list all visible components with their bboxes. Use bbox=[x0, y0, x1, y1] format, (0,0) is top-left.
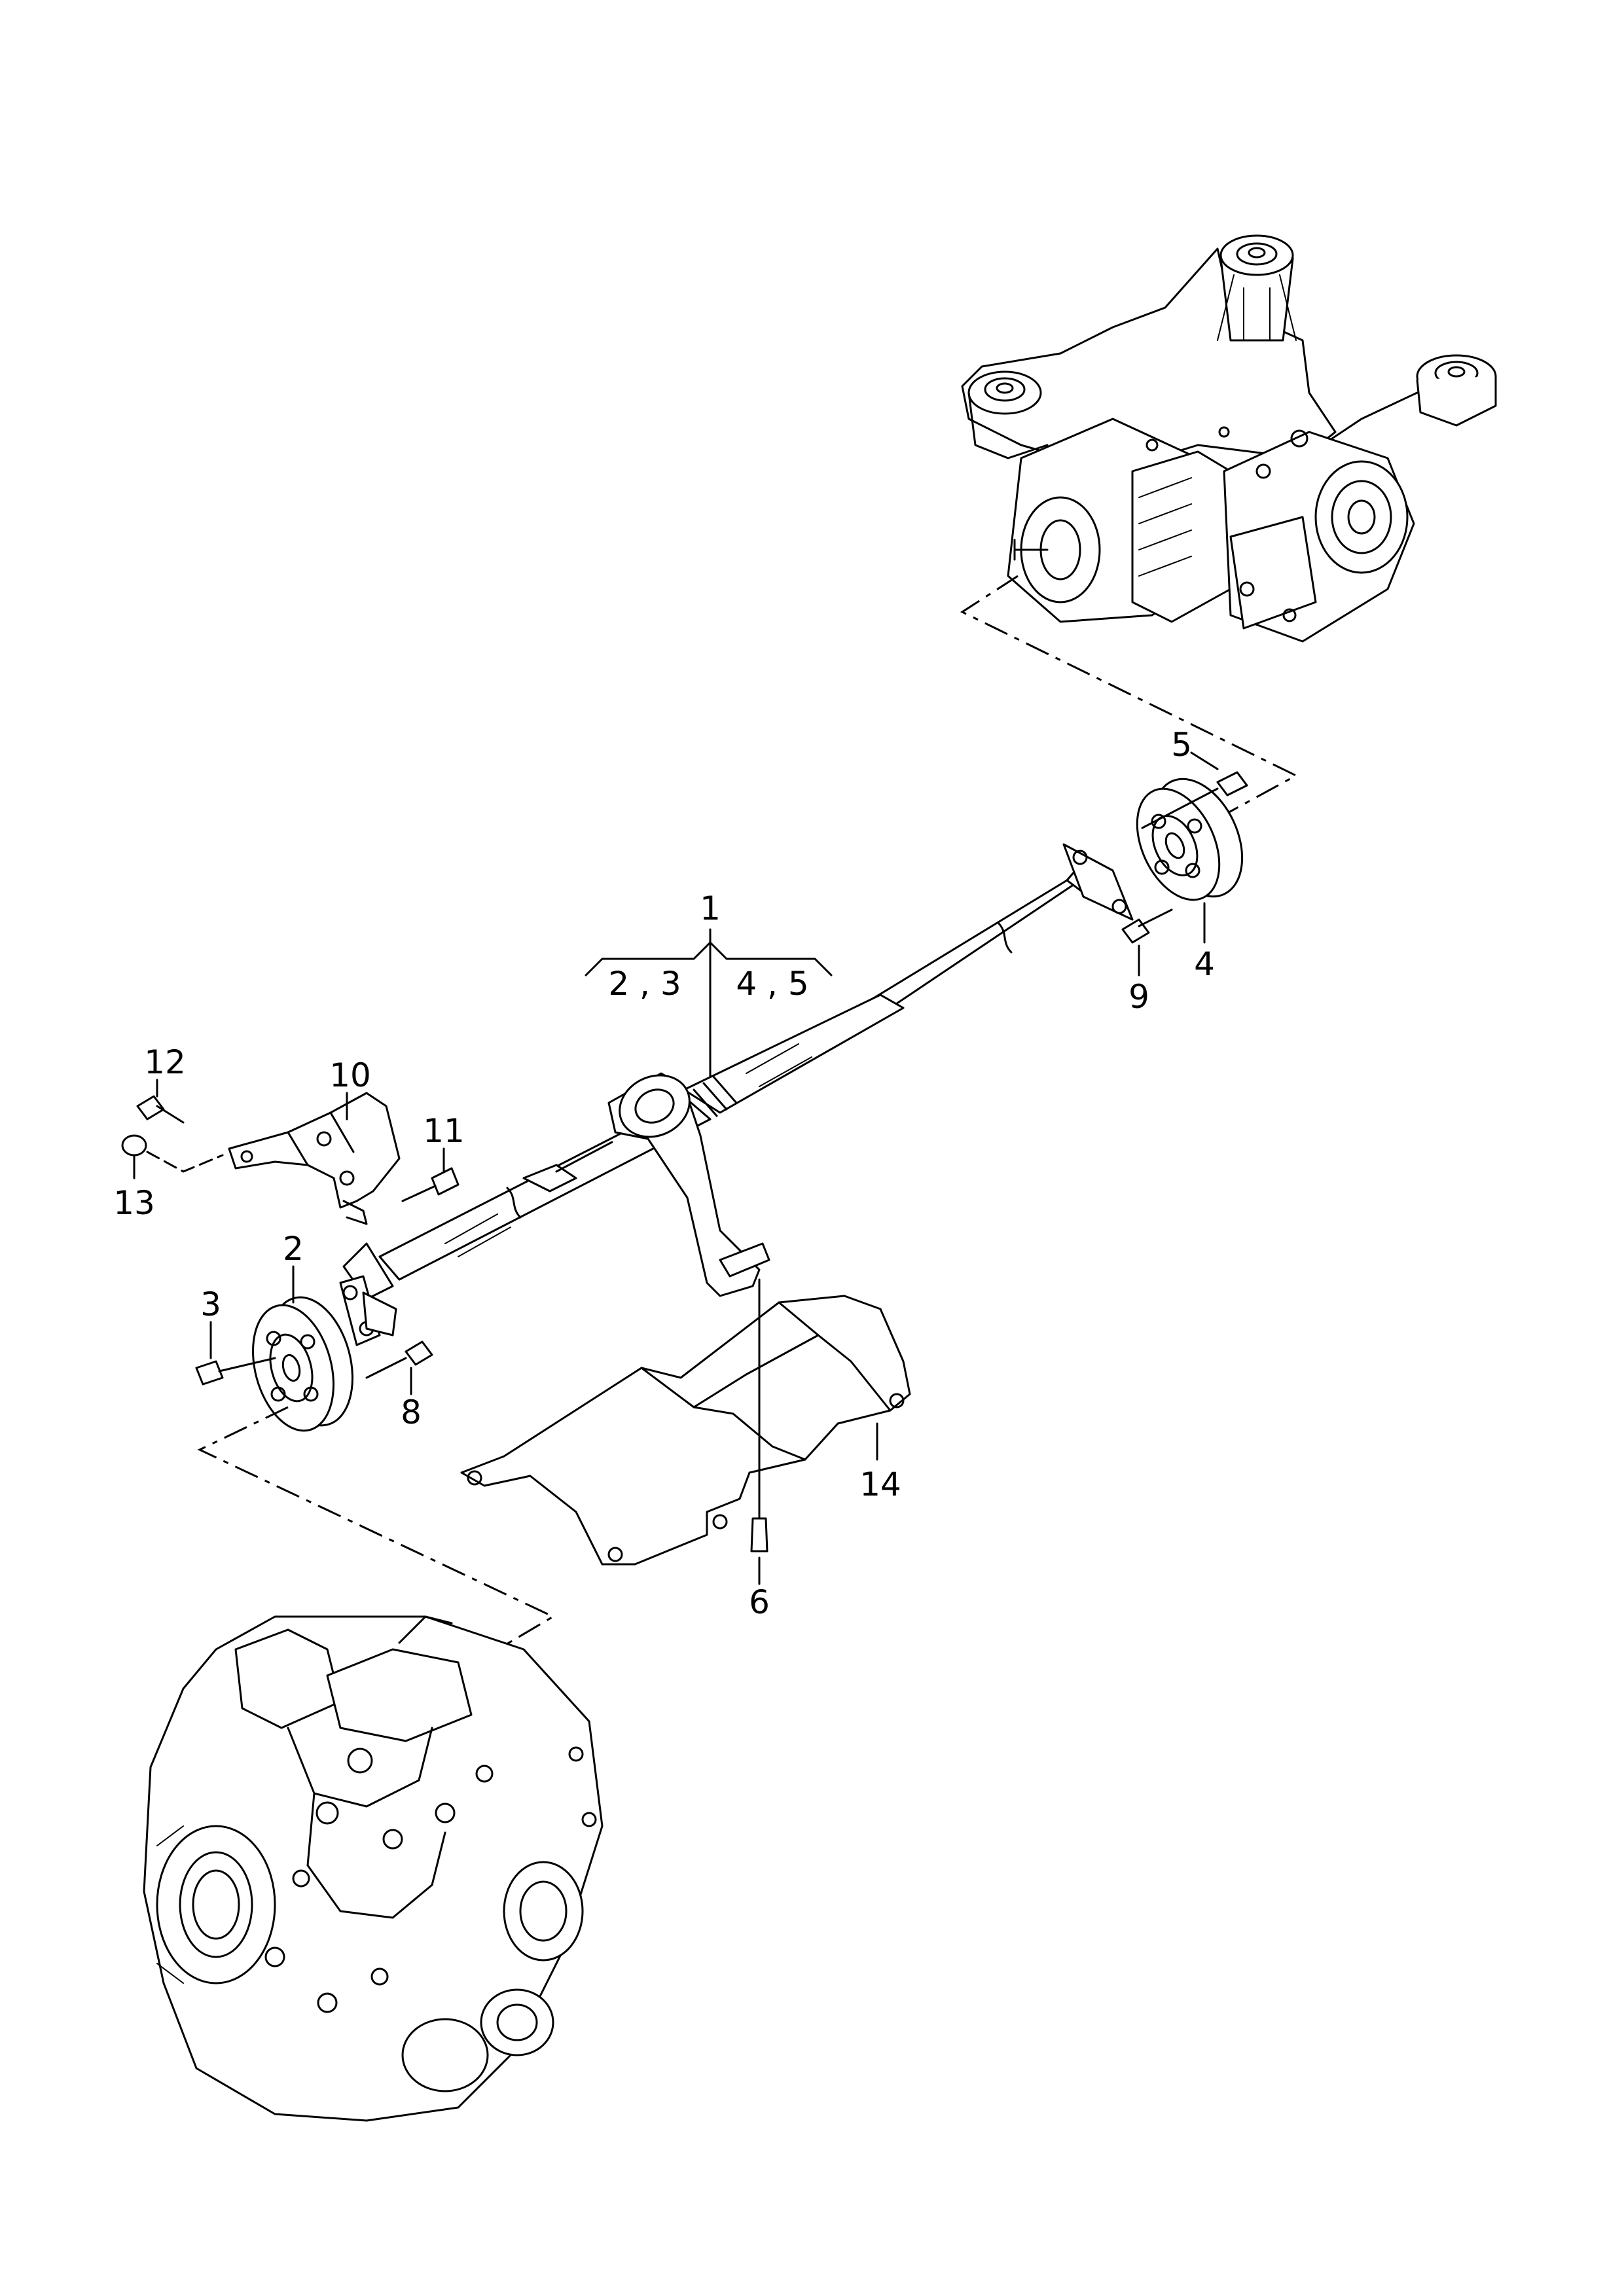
bolt-8 bbox=[365, 1340, 433, 1379]
bolt-12 bbox=[136, 1095, 185, 1124]
callout-9: 9 bbox=[1128, 978, 1149, 1016]
gearbox bbox=[143, 1615, 604, 2122]
propshaft bbox=[342, 856, 1114, 1300]
callout-11: 11 bbox=[423, 1112, 465, 1150]
shaft-cover-bracket bbox=[228, 1092, 401, 1225]
callout-8: 8 bbox=[401, 1393, 422, 1431]
leader-lines bbox=[133, 751, 1219, 1585]
callout-5: 5 bbox=[1171, 726, 1192, 764]
callout-13: 13 bbox=[113, 1184, 155, 1222]
callout-group-right: 4 , 5 bbox=[736, 965, 808, 1003]
callout-1: 1 bbox=[700, 889, 721, 927]
bolt-3 bbox=[195, 1357, 276, 1386]
callout-4: 4 bbox=[1194, 945, 1215, 983]
rear-yoke bbox=[1062, 843, 1134, 921]
bolt-11 bbox=[401, 1167, 460, 1202]
assembly-line-front bbox=[197, 1406, 556, 1660]
bolt-6 bbox=[750, 1278, 768, 1552]
callout-3: 3 bbox=[200, 1285, 221, 1323]
callout-14: 14 bbox=[859, 1465, 901, 1503]
assembly-line-rear bbox=[960, 575, 1299, 816]
clip-13 bbox=[121, 1134, 224, 1173]
callout-10: 10 bbox=[329, 1056, 371, 1094]
heat-shield bbox=[460, 1295, 911, 1566]
callout-group-left: 2 , 3 bbox=[608, 965, 681, 1003]
callout-6: 6 bbox=[749, 1583, 770, 1621]
bolt-9 bbox=[1121, 908, 1173, 944]
flex-joint-front bbox=[252, 1296, 353, 1432]
rear-final-drive bbox=[961, 234, 1497, 643]
front-yoke bbox=[339, 1275, 397, 1346]
callout-12: 12 bbox=[144, 1043, 186, 1081]
callout-2: 2 bbox=[283, 1230, 304, 1268]
flex-joint-rear bbox=[1136, 778, 1244, 901]
bolt-5 bbox=[1141, 771, 1248, 829]
center-support-bearing bbox=[522, 1072, 770, 1297]
